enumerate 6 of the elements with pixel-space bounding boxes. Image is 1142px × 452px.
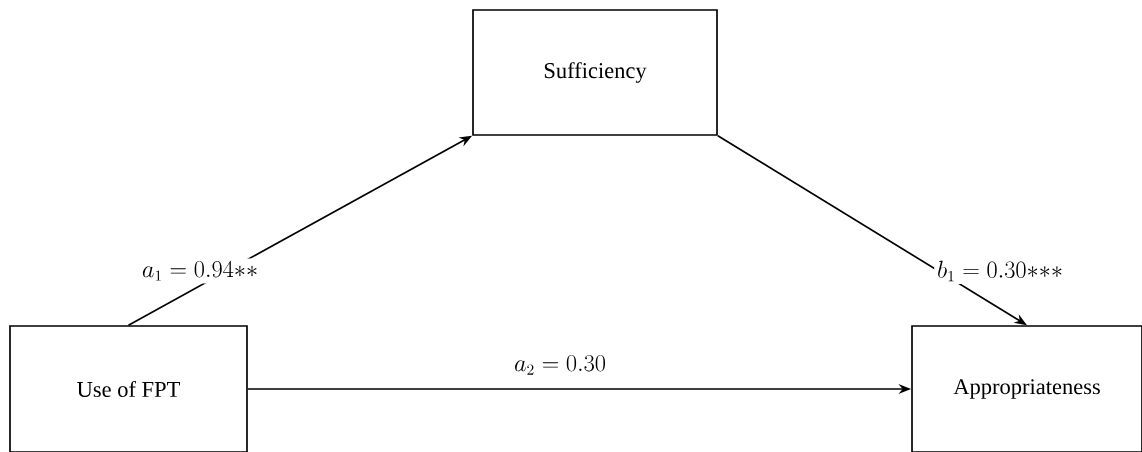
- edge-label: $b_1 = 0.30{*}{*}{*}$: [934, 257, 1066, 285]
- edge-label: $a_2 = 0.30$: [511, 352, 609, 378]
- box: Use of FPT: [9, 325, 248, 452]
- edge-label: $a_1 = 0.94{*}{*}$: [139, 258, 261, 284]
- box: Appropriateness: [911, 325, 1142, 452]
- box: Sufficiency: [472, 9, 718, 136]
